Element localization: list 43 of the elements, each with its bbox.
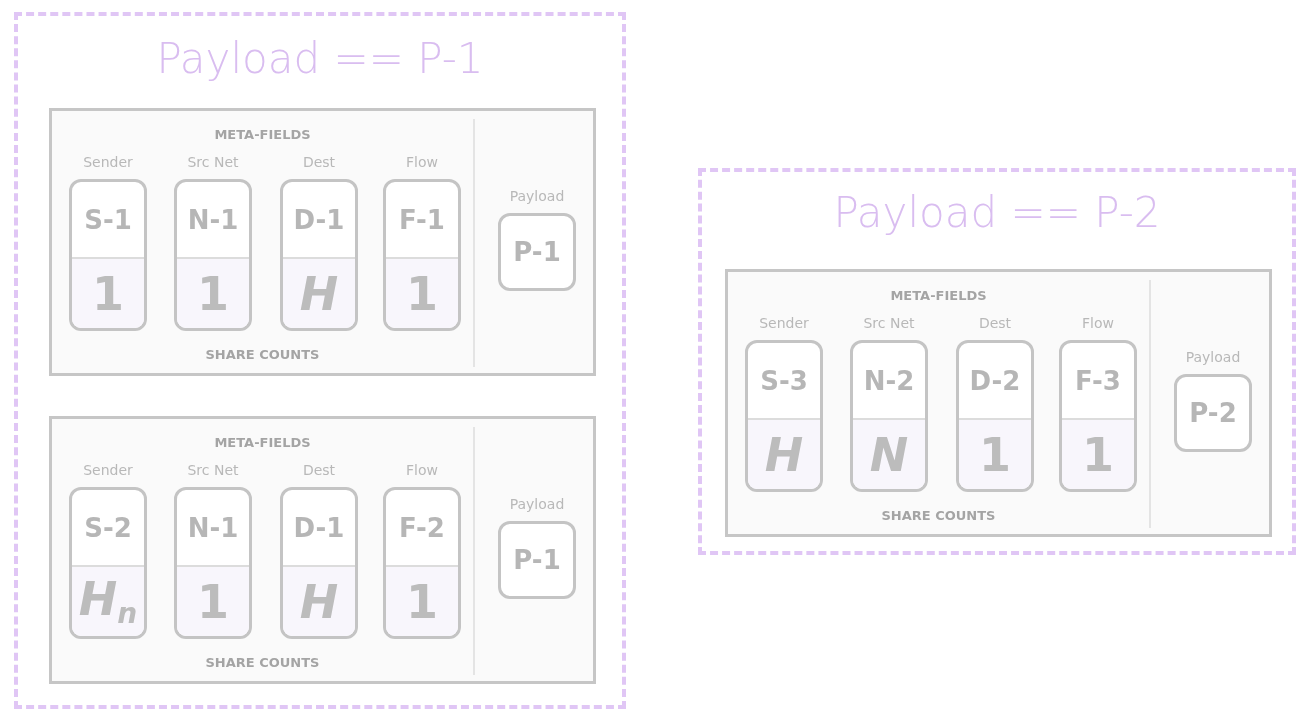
share-count: 1	[959, 420, 1031, 489]
share-count: 1	[72, 259, 144, 328]
section-label: META-FIELDS	[213, 127, 312, 142]
payload-heading: Payload	[1185, 348, 1241, 367]
field-heading: Sender	[83, 461, 133, 480]
field-heading: Dest	[978, 314, 1012, 333]
payload-heading: Payload	[509, 495, 565, 514]
field-heading: Src Net	[187, 461, 239, 480]
field-heading: Src Net	[187, 153, 239, 172]
payload-box: P-2	[1174, 374, 1252, 452]
field-heading: Src Net	[863, 314, 915, 333]
section-label: META-FIELDS	[213, 435, 312, 450]
group-title: Payload == P-2	[832, 188, 1162, 237]
share-count: H$_{n}$	[72, 567, 144, 636]
share-count: 1	[386, 567, 458, 636]
field-heading: Sender	[759, 314, 809, 333]
field-heading: Dest	[302, 461, 336, 480]
share-count: H	[748, 420, 820, 489]
payload-box: P-1	[498, 213, 576, 291]
packet-card	[49, 416, 596, 684]
section-label: META-FIELDS	[889, 288, 988, 303]
section-label: SHARE COUNTS	[204, 655, 321, 670]
section-label: SHARE COUNTS	[204, 347, 321, 362]
field-heading: Flow	[406, 461, 438, 480]
packet-card	[49, 108, 596, 376]
share-count: 1	[177, 567, 249, 636]
share-count: H	[283, 259, 355, 328]
dashed-group	[14, 12, 626, 709]
field-heading: Dest	[302, 153, 336, 172]
field-heading: Flow	[1082, 314, 1114, 333]
share-count: 1	[386, 259, 458, 328]
payload-heading: Payload	[509, 187, 565, 206]
share-count: 1	[177, 259, 249, 328]
dashed-group	[698, 168, 1296, 555]
packet-card	[725, 269, 1272, 537]
share-count: 1	[1062, 420, 1134, 489]
share-count: H	[283, 567, 355, 636]
share-count: N	[853, 420, 925, 489]
section-label: SHARE COUNTS	[880, 508, 997, 523]
payload-box: P-1	[498, 521, 576, 599]
field-heading: Sender	[83, 153, 133, 172]
field-heading: Flow	[406, 153, 438, 172]
group-title: Payload == P-1	[155, 34, 485, 83]
